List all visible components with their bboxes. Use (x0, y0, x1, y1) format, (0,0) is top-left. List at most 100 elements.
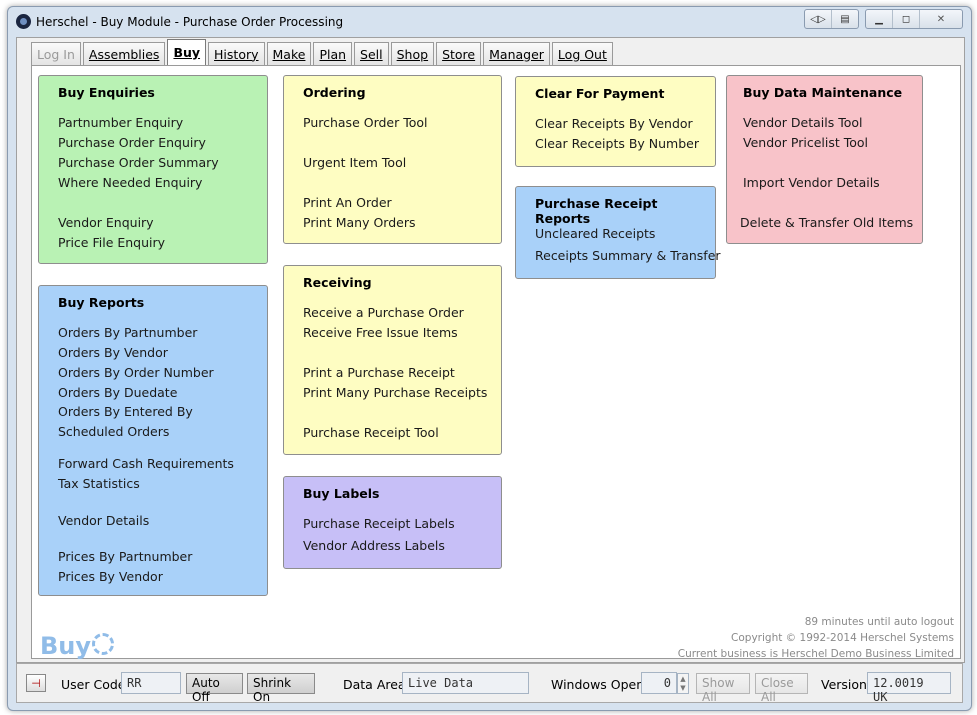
urgent-item-tool-link[interactable]: Urgent Item Tool (303, 155, 407, 170)
orders-by-duedate-link[interactable]: Orders By Duedate (58, 385, 178, 400)
client-area: Log In Assemblies Buy History Make Plan … (16, 37, 965, 663)
uncleared-receipts-link[interactable]: Uncleared Receipts (535, 226, 656, 241)
app-window: Herschel - Buy Module - Purchase Order P… (7, 6, 972, 711)
import-vendor-details-link[interactable]: Import Vendor Details (743, 175, 880, 190)
vendor-enquiry-link[interactable]: Vendor Enquiry (58, 215, 154, 230)
vendor-pricelist-tool-link[interactable]: Vendor Pricelist Tool (743, 135, 868, 150)
prices-by-vendor-link[interactable]: Prices By Vendor (58, 569, 163, 584)
price-file-enquiry-link[interactable]: Price File Enquiry (58, 235, 166, 250)
receive-purchase-order-link[interactable]: Receive a Purchase Order (303, 305, 464, 320)
tab-shop[interactable]: Shop (390, 42, 435, 65)
data-area-field[interactable]: Live Data (402, 672, 529, 694)
panel-title: Receiving (303, 275, 372, 290)
tab-buy[interactable]: Buy (167, 39, 207, 65)
print-many-purchase-receipts-link[interactable]: Print Many Purchase Receipts (303, 385, 488, 400)
status-bar: ⊣ User Code RR Auto Off Shrink On Data A… (16, 663, 963, 704)
herschel-app-icon[interactable] (16, 14, 31, 29)
print-many-orders-link[interactable]: Print Many Orders (303, 215, 416, 230)
panel-title: Buy Data Maintenance (743, 85, 903, 100)
auto-off-button[interactable]: Auto Off (186, 673, 243, 704)
maximize-icon[interactable]: ◻ (893, 10, 920, 28)
prices-by-partnumber-link[interactable]: Prices By Partnumber (58, 549, 193, 564)
tab-make[interactable]: Make (266, 42, 312, 65)
clear-receipts-by-number-link[interactable]: Clear Receipts By Number (535, 136, 699, 151)
user-code-field[interactable]: RR (121, 672, 181, 694)
tab-store[interactable]: Store (436, 42, 482, 65)
windows-open-field[interactable]: 0 (641, 672, 677, 694)
tab-history[interactable]: History (208, 42, 265, 65)
minimize-icon[interactable]: ▁ (866, 10, 893, 28)
tab-log-in[interactable]: Log In (31, 42, 81, 65)
panel-title: Buy Enquiries (58, 85, 155, 100)
close-icon[interactable]: ✕ (936, 13, 946, 25)
receipts-summary-transfer-link[interactable]: Receipts Summary & Transfer (535, 248, 721, 263)
orders-by-partnumber-link[interactable]: Orders By Partnumber (58, 325, 198, 340)
buy-enquiries-panel: Buy Enquiries Partnumber Enquiry Purchas… (38, 75, 268, 264)
partnumber-enquiry-link[interactable]: Partnumber Enquiry (58, 115, 184, 130)
tab-plan[interactable]: Plan (313, 42, 353, 65)
module-tabs: Log In Assemblies Buy History Make Plan … (31, 39, 615, 66)
print-an-order-link[interactable]: Print An Order (303, 195, 392, 210)
title-bar: Herschel - Buy Module - Purchase Order P… (8, 7, 971, 37)
shrink-on-button[interactable]: Shrink On (247, 673, 315, 704)
tab-manager[interactable]: Manager (483, 42, 550, 65)
version-label: Version (821, 677, 867, 692)
windows-open-stepper[interactable]: ▲▼ (677, 673, 689, 694)
buy-reports-panel: Buy Reports Orders By Partnumber Orders … (38, 285, 268, 596)
dock-icon[interactable]: ◁▷ (805, 10, 832, 28)
spin-down-icon[interactable]: ▼ (680, 684, 686, 693)
window-controls: ▁ ◻ ✕ (865, 9, 963, 29)
purchase-order-tool-link[interactable]: Purchase Order Tool (303, 115, 428, 130)
buy-data-maintenance-panel: Buy Data Maintenance Vendor Details Tool… (726, 75, 923, 244)
purchase-receipt-tool-link[interactable]: Purchase Receipt Tool (303, 425, 439, 440)
version-field: 12.0019 UK (867, 672, 951, 704)
user-code-label: User Code (61, 677, 126, 692)
data-area-label: Data Area (343, 677, 406, 692)
window-title: Herschel - Buy Module - Purchase Order P… (36, 15, 344, 29)
receive-free-issue-items-link[interactable]: Receive Free Issue Items (303, 325, 458, 340)
copy-icon[interactable]: ▤ (840, 13, 850, 25)
buy-logo: Buy (40, 632, 92, 660)
copyright-text: Copyright © 1992-2014 Herschel Systems (731, 632, 954, 644)
cog-logo-icon (92, 633, 114, 655)
windows-open-label: Windows Open (551, 677, 645, 692)
tab-log-out[interactable]: Log Out (551, 42, 613, 65)
show-all-button[interactable]: Show All (696, 673, 750, 704)
orders-by-vendor-link[interactable]: Orders By Vendor (58, 345, 168, 360)
purchase-receipt-reports-panel: Purchase Receipt Reports Uncleared Recei… (515, 186, 721, 279)
purchase-receipt-labels-link[interactable]: Purchase Receipt Labels (303, 516, 455, 531)
delete-transfer-old-items-link[interactable]: Delete & Transfer Old Items (740, 215, 914, 230)
orders-by-order-number-link[interactable]: Orders By Order Number (58, 365, 214, 380)
extra-buttons-group: ◁▷ ▤ (804, 9, 859, 29)
receiving-panel: Receiving Receive a Purchase Order Recei… (283, 265, 502, 455)
pin-icon[interactable]: ⊣ (26, 674, 46, 692)
panel-title: Buy Reports (58, 295, 145, 310)
buy-page: Buy Enquiries Partnumber Enquiry Purchas… (31, 65, 961, 660)
panel-title: Ordering (303, 85, 366, 100)
buy-labels-panel: Buy Labels Purchase Receipt Labels Vendo… (283, 476, 502, 569)
panel-title: Clear For Payment (535, 86, 665, 101)
where-needed-enquiry-link[interactable]: Where Needed Enquiry (58, 175, 203, 190)
vendor-details-tool-link[interactable]: Vendor Details Tool (743, 115, 863, 130)
tax-statistics-link[interactable]: Tax Statistics (58, 476, 140, 491)
clear-for-payment-panel: Clear For Payment Clear Receipts By Vend… (515, 76, 716, 167)
orders-by-entered-by-link[interactable]: Orders By Entered By (58, 404, 193, 419)
vendor-address-labels-link[interactable]: Vendor Address Labels (303, 538, 445, 553)
purchase-order-summary-link[interactable]: Purchase Order Summary (58, 155, 219, 170)
close-all-button[interactable]: Close All (755, 673, 808, 704)
business-text: Current business is Herschel Demo Busine… (677, 648, 954, 660)
clear-receipts-by-vendor-link[interactable]: Clear Receipts By Vendor (535, 116, 693, 131)
spin-up-icon[interactable]: ▲ (680, 674, 686, 683)
status-frame: ⊣ User Code RR Auto Off Shrink On Data A… (16, 663, 963, 704)
panel-title: Purchase Receipt Reports (535, 196, 658, 226)
auto-logout-text: 89 minutes until auto logout (804, 616, 954, 628)
print-purchase-receipt-link[interactable]: Print a Purchase Receipt (303, 365, 455, 380)
tab-sell[interactable]: Sell (354, 42, 389, 65)
ordering-panel: Ordering Purchase Order Tool Urgent Item… (283, 75, 502, 244)
title-buttons: ◁▷ ▤ ▁ ◻ ✕ (798, 9, 963, 29)
forward-cash-requirements-link[interactable]: Forward Cash Requirements (58, 456, 234, 471)
tab-assemblies[interactable]: Assemblies (82, 42, 166, 65)
scheduled-orders-link[interactable]: Scheduled Orders (58, 424, 170, 439)
purchase-order-enquiry-link[interactable]: Purchase Order Enquiry (58, 135, 206, 150)
vendor-details-link[interactable]: Vendor Details (58, 513, 150, 528)
